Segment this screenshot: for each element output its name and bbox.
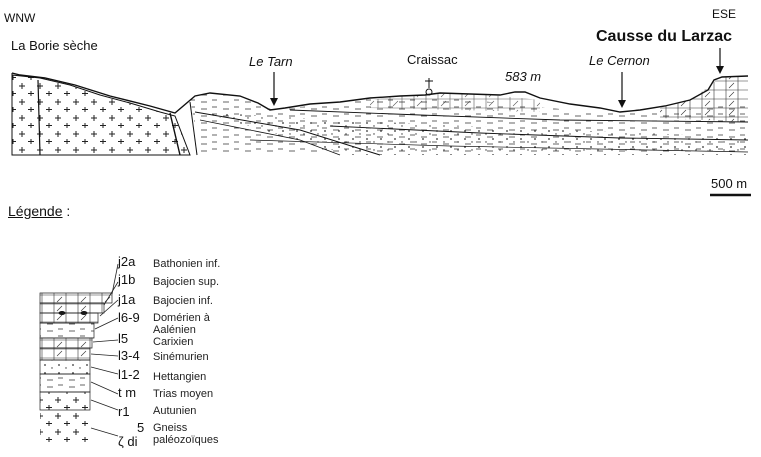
fault-line-central-2 bbox=[189, 101, 198, 156]
bedding-line-3 bbox=[249, 139, 749, 153]
legend-label-bajocien-sup: Bajocien sup. bbox=[153, 276, 220, 288]
legend-leader-lines bbox=[90, 263, 119, 437]
legend-code-l1-2: l1-2 bbox=[118, 367, 140, 382]
place-borie-seche-label: La Borie sèche bbox=[11, 38, 98, 53]
legend-title: Légende : bbox=[8, 203, 71, 219]
legend-label-domerien: Domérien à bbox=[153, 312, 210, 324]
dipping-line-1 bbox=[194, 111, 381, 156]
lias-band bbox=[200, 112, 748, 155]
river-tarn-label: Le Tarn bbox=[249, 54, 293, 69]
river-cernon-label: Le Cernon bbox=[589, 53, 650, 68]
fault-line-central bbox=[169, 112, 181, 156]
gneiss-basement bbox=[11, 74, 191, 156]
legend-label-aalenien: Aalénien bbox=[153, 324, 196, 336]
place-craissac-label: Craissac bbox=[407, 52, 458, 67]
legend-label-bajocien-inf: Bajocien inf. bbox=[153, 295, 213, 307]
larzac-arrowhead bbox=[716, 66, 724, 74]
column-carixien-cell bbox=[39, 337, 93, 349]
column-bajocien-inf-cell bbox=[39, 312, 99, 324]
legend-code-l5: l5 bbox=[118, 331, 129, 346]
cernon-arrowhead bbox=[618, 100, 626, 108]
place-causse-du-larzac-label: Causse du Larzac bbox=[596, 28, 733, 45]
legend-code-j1a: j1a bbox=[118, 292, 136, 307]
altitude-label: 583 m bbox=[505, 69, 542, 84]
legend-label-gneiss: Gneiss bbox=[153, 422, 188, 434]
legend-code-r1: r1 bbox=[118, 404, 130, 419]
legend-code-5: 5 bbox=[137, 420, 145, 435]
column-sinemurien-cell bbox=[39, 347, 91, 361]
column-gneiss-cell bbox=[40, 410, 90, 445]
cross-section-svg bbox=[11, 48, 751, 197]
dipping-line-2 bbox=[199, 119, 341, 156]
legend-code-tm: t m bbox=[118, 385, 137, 400]
legend-code-zeta-di: ζ di bbox=[118, 434, 138, 449]
column-hettangien-cell bbox=[39, 359, 91, 375]
legend-code-j2a: j2a bbox=[118, 254, 136, 269]
bedding-line-2 bbox=[329, 125, 749, 141]
direction-wnw-label: WNW bbox=[4, 11, 36, 25]
stratigraphic-column-svg bbox=[39, 263, 119, 445]
craissac-limestone bbox=[370, 93, 540, 112]
legend-label-carixien: Carixien bbox=[153, 336, 194, 348]
legend-code-j1b: j1b bbox=[118, 272, 136, 287]
column-autunien-cell bbox=[39, 391, 91, 411]
legend-label-trias-moyen: Trias moyen bbox=[153, 388, 214, 400]
legend-label-hettangien: Hettangien bbox=[153, 371, 207, 383]
direction-ese-label: ESE bbox=[712, 7, 737, 21]
tarn-arrowhead bbox=[270, 98, 278, 106]
legend-label-autunien: Autunien bbox=[153, 405, 197, 417]
topographic-profile bbox=[11, 72, 749, 114]
legend-label-paleozoiques: paléozoïques bbox=[153, 434, 219, 446]
causse-limestone bbox=[660, 76, 748, 122]
column-bajocien-sup-cell bbox=[39, 302, 105, 314]
column-bathonien-cell bbox=[39, 292, 113, 304]
column-domerien-cell bbox=[39, 322, 95, 339]
fault-line-west bbox=[37, 79, 41, 156]
bedding-line-1 bbox=[289, 109, 749, 123]
legend-code-l3-4: l3-4 bbox=[118, 348, 140, 363]
legend-code-l6-9: l6-9 bbox=[118, 310, 140, 325]
legend-label-bathonien: Bathonien inf. bbox=[153, 258, 221, 270]
craissac-church-icon bbox=[425, 78, 433, 96]
scale-bar-label: 500 m bbox=[711, 176, 748, 191]
column-trias-cell bbox=[39, 373, 91, 393]
legend-label-sinemurien: Sinémurien bbox=[153, 351, 209, 363]
